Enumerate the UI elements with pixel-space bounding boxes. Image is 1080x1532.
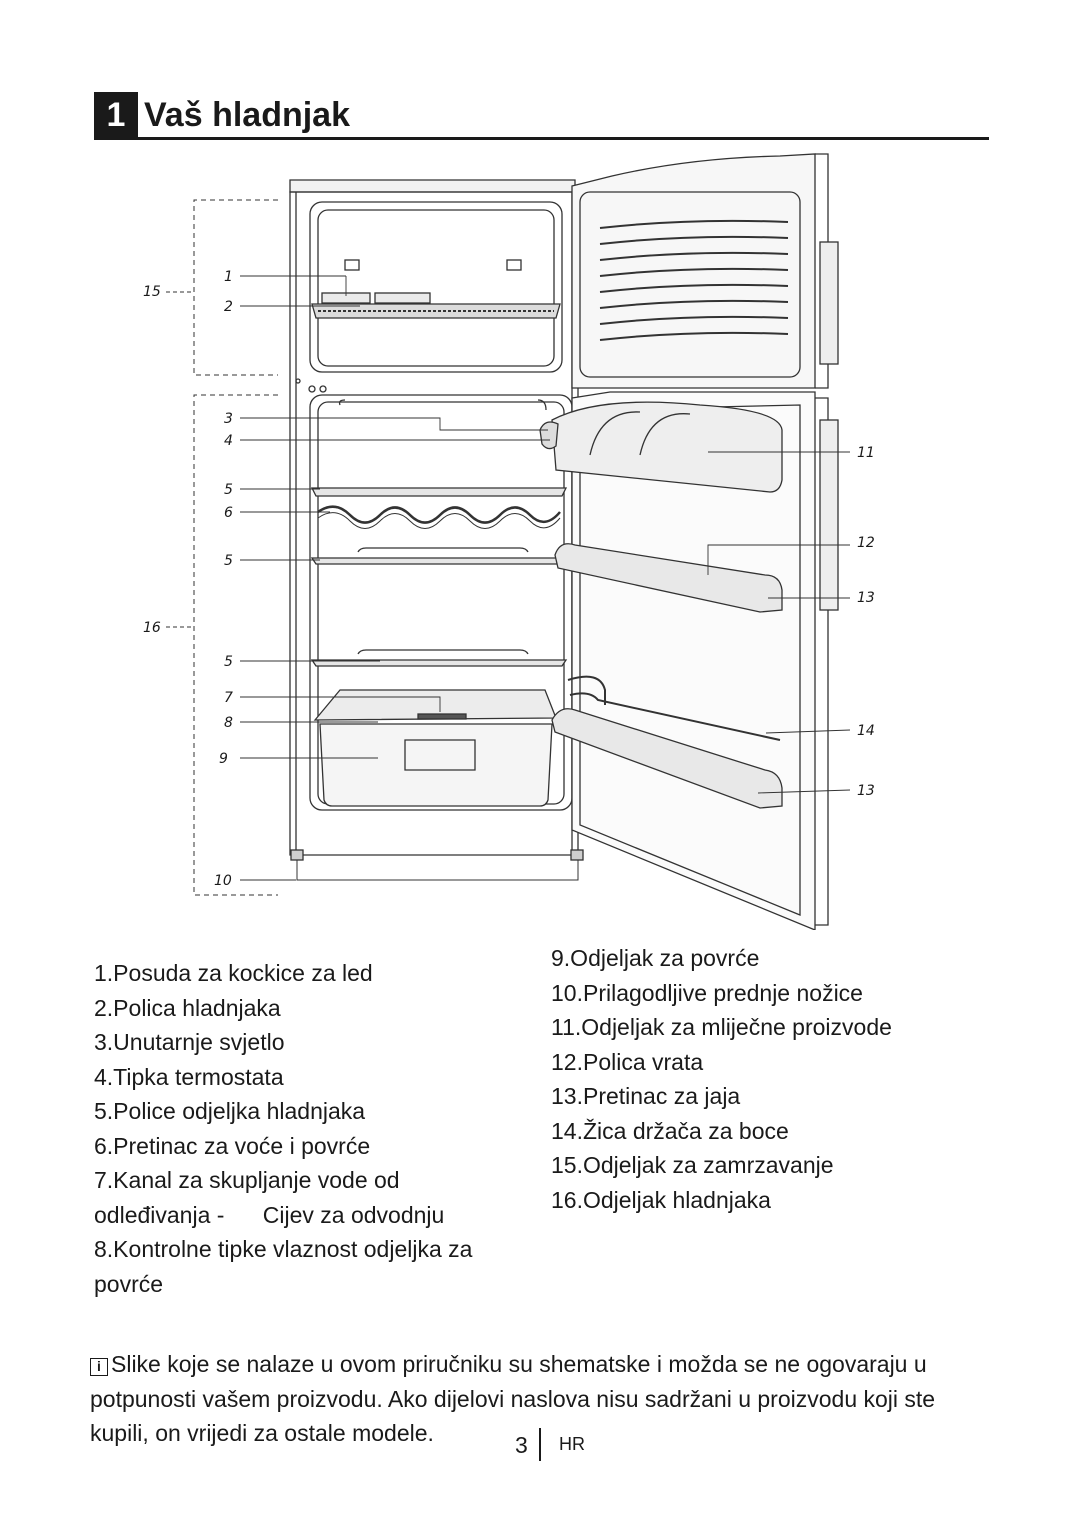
legend-item: 14.Žica držača za boce <box>551 1117 789 1144</box>
legend-item: povrće <box>94 1270 164 1297</box>
legend-item: 3.Unutarnje svjetlo <box>94 1029 285 1055</box>
callout-6: 6 <box>224 505 233 521</box>
legend-item: 11.Odjeljak za mliječne proizvode <box>551 1014 892 1040</box>
legend-item: 8.Kontrolne tipke vlaznost odjeljka za <box>94 1236 473 1262</box>
footer-divider <box>539 1428 541 1461</box>
callout-10: 10 <box>214 873 232 889</box>
legend-item: 2.Polica hladnjaka <box>94 994 281 1021</box>
legend-item: 16.Odjeljak hladnjaka <box>551 1186 771 1213</box>
callout-9: 9 <box>219 751 228 767</box>
callout-11: 11 <box>857 445 875 461</box>
callout-13b: 13 <box>857 783 875 799</box>
callout-15: 15 <box>143 284 161 300</box>
callout-5b: 5 <box>224 553 233 569</box>
fridge-diagram: 15 1 2 3 4 5 6 5 16 5 7 8 9 10 11 12 13 … <box>143 153 875 930</box>
legend-item: 5.Police odjeljka hladnjaka <box>94 1098 366 1124</box>
callout-14: 14 <box>857 723 875 739</box>
title-underline <box>94 137 989 140</box>
legend-item: 1.Posuda za kockice za led <box>94 960 373 986</box>
legend-item: 9.Odjeljak za povrće <box>551 945 760 971</box>
note-text: Slike koje se nalaze u ovom priručniku s… <box>90 1351 936 1446</box>
callout-5a: 5 <box>224 482 233 498</box>
legend-item: 7.Kanal za skupljanje vode od <box>94 1167 400 1193</box>
section-number-badge: 1 <box>94 92 138 138</box>
callout-16: 16 <box>143 620 161 636</box>
legend-item: 4.Tipka termostata <box>94 1063 284 1090</box>
page-number: 3 <box>515 1432 528 1458</box>
callout-2: 2 <box>224 299 233 315</box>
callout-4: 4 <box>224 433 233 449</box>
callout-13a: 13 <box>857 590 875 606</box>
callout-1: 1 <box>224 269 233 285</box>
language-code: HR <box>559 1434 585 1454</box>
legend-item: 6.Pretinac za voće i povrće <box>94 1132 371 1159</box>
info-icon: i <box>90 1358 108 1376</box>
page-title: Vaš hladnjak <box>144 96 350 134</box>
legend-item: odleđivanja - Cijev za odvodnju <box>94 1201 445 1228</box>
legend-item: 13.Pretinac za jaja <box>551 1083 741 1109</box>
legend-left: 1.Posuda za kockice za led 2.Polica hlad… <box>94 956 524 1301</box>
callout-5c: 5 <box>224 654 233 670</box>
callout-7: 7 <box>224 690 233 706</box>
legend-item: 12.Polica vrata <box>551 1048 704 1075</box>
callout-8: 8 <box>224 715 233 731</box>
legend-item: 15.Odjeljak za zamrzavanje <box>551 1152 834 1178</box>
legend-item: 10.Prilagodljive prednje nožice <box>551 979 863 1006</box>
callout-12: 12 <box>857 535 875 551</box>
callout-3: 3 <box>224 411 233 427</box>
legend-right: 9.Odjeljak za povrće 10.Prilagodljive pr… <box>551 941 991 1217</box>
